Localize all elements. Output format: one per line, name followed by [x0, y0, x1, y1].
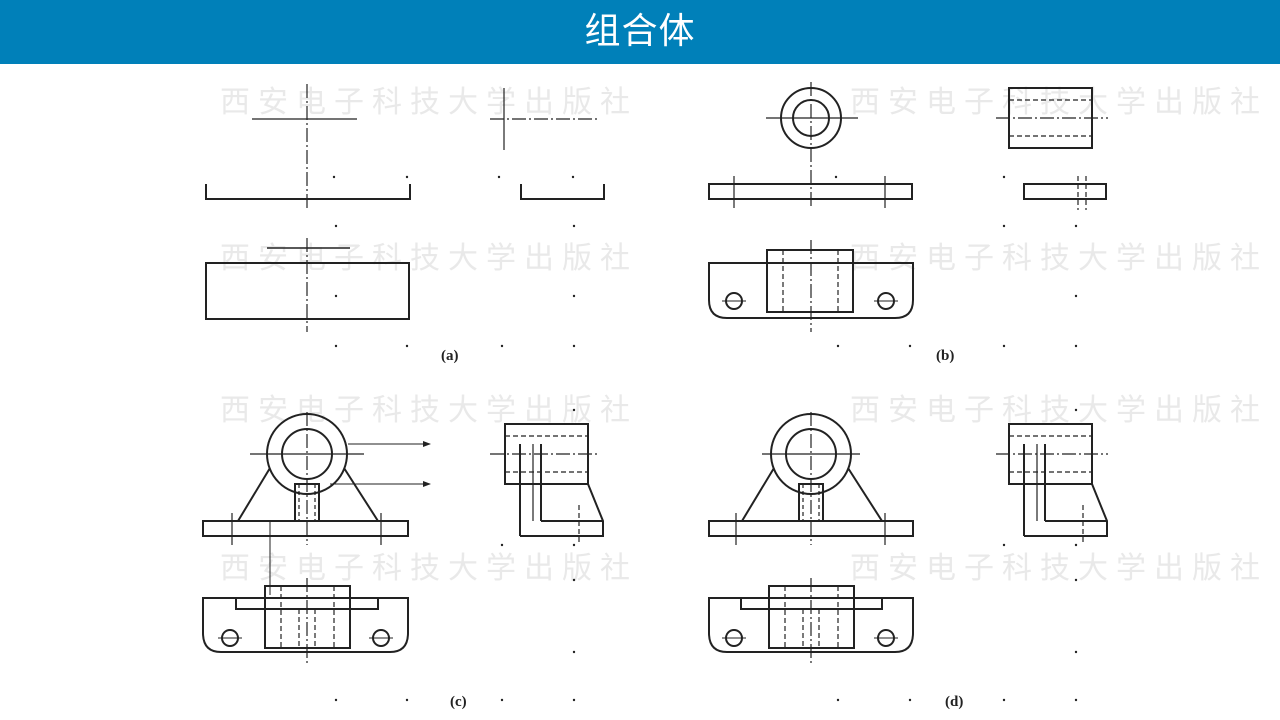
title-bar: 组合体	[0, 0, 1280, 64]
watermark-text: 西安电子科技大学出版社	[220, 551, 638, 586]
watermark-text: 西安电子科技大学出版社	[220, 241, 638, 276]
slide-title: 组合体	[584, 11, 696, 52]
panel-d: (d)	[708, 408, 1108, 710]
watermark: 西安电子科技大学出版社 西安电子科技大学出版社 西安电子科技大学出版社 西安电子…	[220, 85, 1268, 586]
watermark-text: 西安电子科技大学出版社	[850, 241, 1268, 276]
caption-b: (b)	[936, 348, 954, 364]
caption-c: (c)	[450, 694, 467, 710]
panel-c: (c)	[202, 408, 604, 710]
caption-a: (a)	[441, 348, 459, 364]
caption-d: (d)	[945, 694, 963, 710]
panel-b: (b)	[708, 82, 1108, 364]
watermark-text: 西安电子科技大学出版社	[850, 393, 1268, 428]
watermark-text: 西安电子科技大学出版社	[220, 85, 638, 120]
watermark-text: 西安电子科技大学出版社	[850, 85, 1268, 120]
watermark-text: 西安电子科技大学出版社	[850, 551, 1268, 586]
panel-a: (a)	[205, 84, 605, 364]
engineering-drawing-figure: 西安电子科技大学出版社 西安电子科技大学出版社 西安电子科技大学出版社 西安电子…	[202, 82, 1268, 710]
watermark-text: 西安电子科技大学出版社	[220, 393, 638, 428]
